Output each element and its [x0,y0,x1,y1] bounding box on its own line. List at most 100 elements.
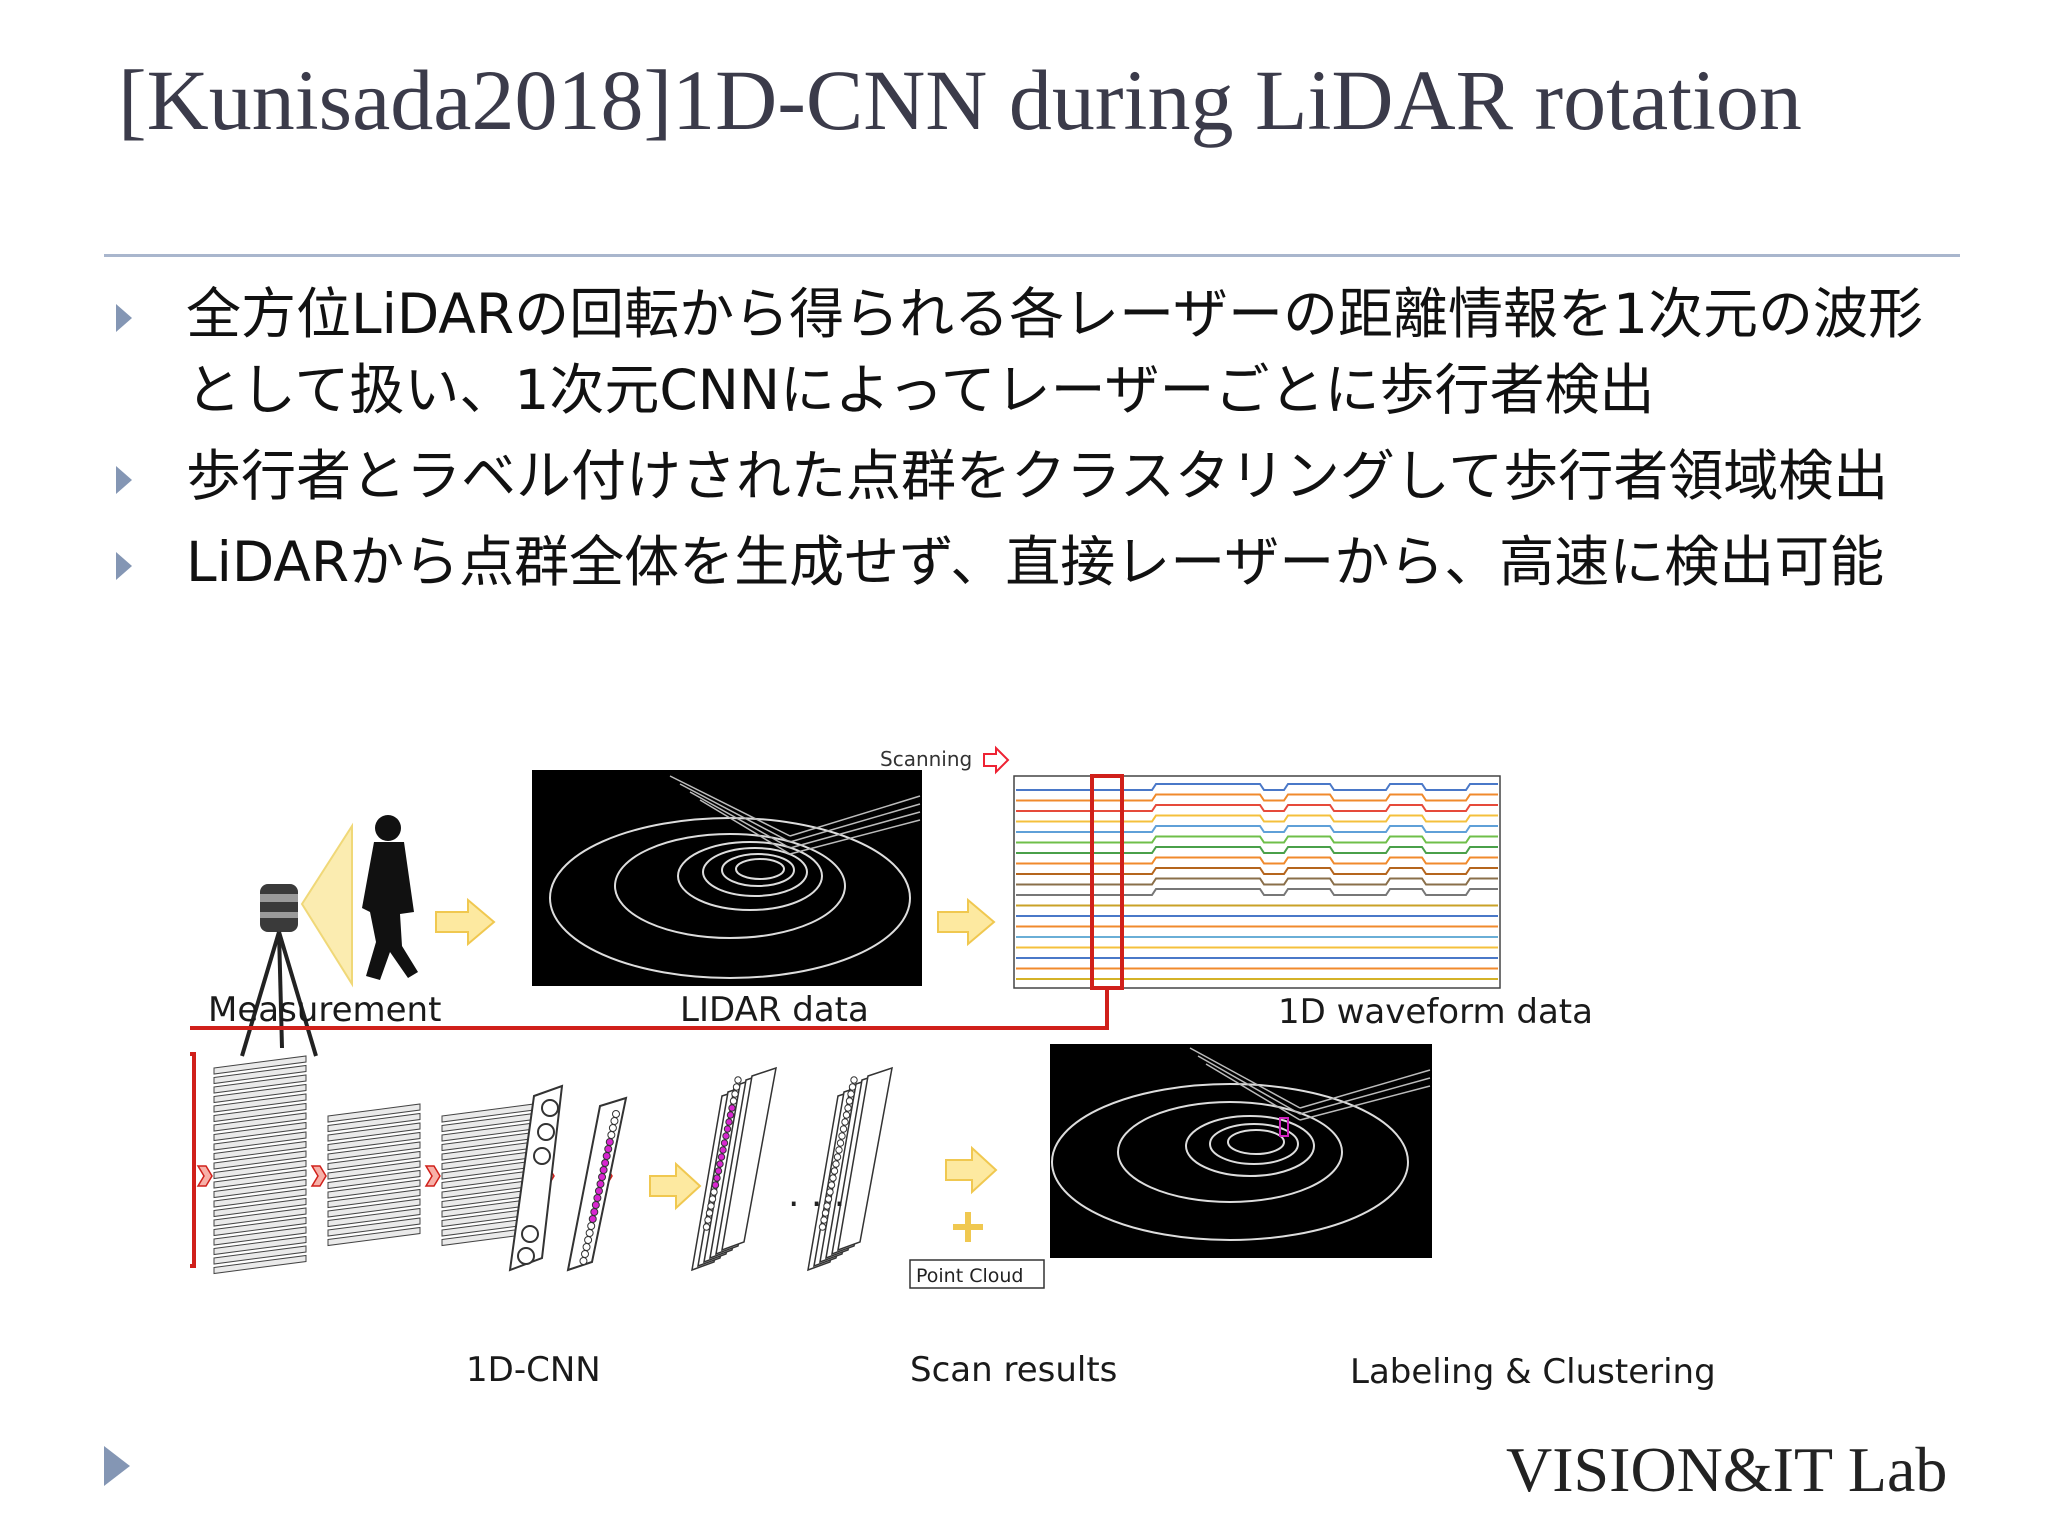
scan-neuron [842,1111,851,1119]
scan-neuron [732,1083,741,1091]
scan-neuron [845,1097,854,1105]
scan-neuron [704,1216,712,1224]
output-neuron [590,1208,599,1216]
cnn-layer-plane [213,1226,307,1246]
output-neuron [599,1166,608,1174]
scan-neuron [821,1209,830,1217]
scan-neuron [720,1139,729,1147]
bullet-item: LiDARから点群全体を生成せず、直接レーザーから、高速に検出可能 [116,524,1946,600]
cnn-layer-plane [213,1178,307,1199]
scan-neuron [847,1090,855,1098]
scan-neuron [839,1125,848,1133]
cnn-layer-plane [327,1103,421,1123]
scan-neuron [836,1139,845,1147]
bullet-item: 歩行者とラベル付けされた点群をクラスタリングして歩行者領域検出 [116,438,1946,514]
waveform-line [1016,814,1498,823]
scan-neuron [841,1118,849,1126]
bullet-list: 全方位LiDARの回転から得られる各レーザーの距離情報を1次元の波形として扱い、… [116,276,1946,610]
fc-column-large [508,1084,564,1272]
scan-neuron [838,1132,846,1140]
cnn-layer-plane [327,1169,421,1190]
scan-neuron [713,1174,721,1182]
red-chevron-icon [424,1165,441,1187]
waveform-label: 1D waveform data [1278,992,1593,1032]
scan-neuron [711,1181,720,1189]
scan-neuron [850,1076,858,1084]
scan-neuron [729,1097,738,1105]
scan-neuron [710,1188,718,1196]
waveform-line [1016,867,1498,875]
cnn-layer-plane [327,1122,421,1142]
ellipsis-dots: · · · [788,1184,845,1225]
cnn-layer-plane [327,1179,421,1199]
slide-nav-arrow-icon [104,1446,130,1486]
output-neuron [584,1236,593,1244]
output-neuron [582,1243,591,1251]
input-slice-box [144,1052,196,1268]
scan-neuron [716,1160,724,1168]
cnn-layer-plane [213,1254,307,1275]
cnn-layer-plane [327,1160,421,1180]
cnn-layer-plane [213,1131,307,1151]
cnn-layer-plane [213,1150,307,1170]
output-neuron [581,1250,589,1258]
slide-title: [Kunisada2018]1D-CNN during LiDAR rotati… [118,52,1802,148]
cnn-layer-plane [327,1131,421,1152]
output-neuron [612,1110,620,1118]
scan-neuron [726,1111,735,1119]
scanning-label: Scanning [880,747,972,771]
cnn-layer-plane [327,1141,421,1161]
flow-arrow-icon [649,1161,702,1211]
scan-neuron [705,1209,714,1217]
cnn-stack [213,1055,307,1275]
scan-neuron [824,1195,833,1203]
scan-neuron [702,1223,711,1231]
output-neuron [596,1180,605,1188]
waveform-line [1016,793,1498,802]
laser-beam-icon [300,822,353,988]
scan-neuron [848,1083,857,1091]
red-chevron-icon [196,1165,213,1187]
lab-logo: VISION&IT Lab [1506,1434,1946,1505]
scan-neuron [714,1167,723,1175]
scan-neuron [722,1132,730,1140]
lidar-data-image [532,770,922,986]
cnn-layer-plane [213,1216,307,1237]
cnn-layer-plane [213,1159,307,1180]
output-neuron [594,1187,603,1195]
waveform-lines [1016,783,1498,980]
waveform-line [1016,846,1498,854]
scan-neuron [717,1153,726,1161]
red-chevron-icon [310,1165,327,1187]
scan-neuron [832,1160,840,1168]
scan-results-stack [807,1066,893,1272]
scan-neuron [708,1195,717,1203]
scan-neuron [731,1090,739,1098]
cnn-layer-plane [213,1245,307,1265]
flow-arrow-icon [435,897,496,947]
waveform-panel [1013,775,1501,989]
output-neuron [602,1152,611,1160]
cnn-layer-plane [213,1093,307,1113]
output-neuron [610,1117,619,1125]
scan-neuron [725,1118,733,1126]
bullet-text: 全方位LiDARの回転から得られる各レーザーの距離情報を1次元の波形として扱い、… [186,282,1924,422]
scan-neuron [844,1104,852,1112]
waveform-line [1016,825,1498,833]
output-neuron [593,1194,602,1202]
scan-results-label: Scan results [910,1350,1118,1390]
scan-neuron [734,1076,742,1084]
cnn-label: 1D-CNN [466,1350,601,1390]
scan-neuron [723,1125,732,1133]
labeling-clustering-label: Labeling & Clustering [1350,1352,1716,1392]
measurement-label: Measurement [208,990,442,1030]
output-neuron [604,1145,613,1153]
cnn-stack [327,1103,421,1247]
scan-neuron [707,1202,715,1210]
cnn-layer-plane [213,1083,307,1104]
scan-neuron [833,1153,842,1161]
output-neuron [608,1124,617,1132]
scan-neuron [835,1146,843,1154]
scan-neuron [728,1104,736,1112]
cnn-layer-plane [213,1235,307,1256]
